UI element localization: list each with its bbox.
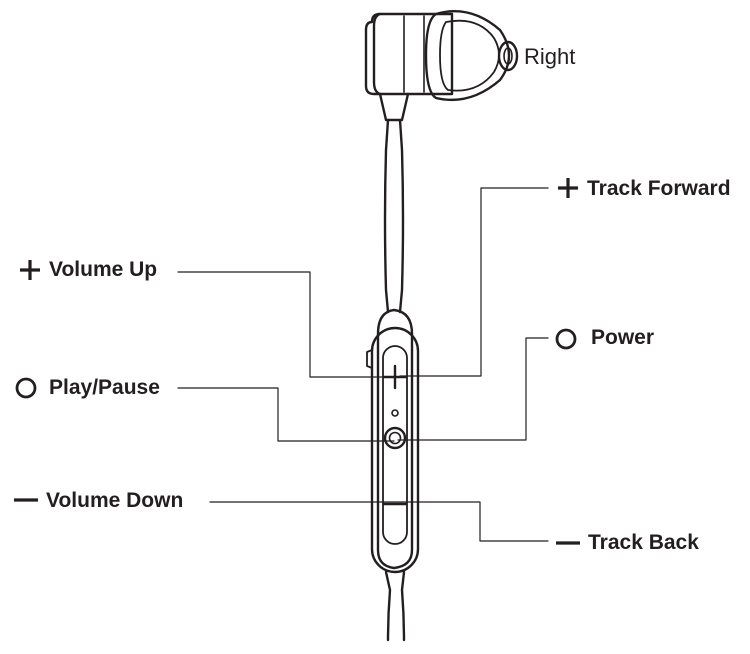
leader-volume-up (177, 271, 397, 378)
remote-control (366, 308, 420, 574)
label-volume-down: Volume Down (46, 489, 184, 512)
leader-power (397, 337, 549, 441)
cable-lower (384, 570, 406, 642)
plus-icon (20, 260, 40, 280)
strain-relief (378, 92, 410, 122)
ear-tip (424, 10, 519, 102)
remote-led-indicator (391, 409, 399, 417)
label-play-pause: Play/Pause (49, 376, 160, 399)
label-power: Power (591, 326, 655, 349)
leader-play-pause (177, 387, 395, 442)
leader-track-forward (399, 187, 549, 377)
leader-lines (177, 187, 549, 542)
label-volume-up: Volume Up (49, 258, 158, 281)
remote-center-button[interactable] (383, 426, 407, 450)
label-track-forward: Track Forward (587, 177, 731, 200)
label-right: Right (524, 44, 576, 69)
circle-icon (15, 377, 37, 399)
label-track-back: Track Back (588, 531, 699, 554)
earbud-housing (364, 12, 454, 96)
cable-upper (383, 118, 405, 314)
plus-icon (558, 178, 578, 198)
leader-volume-down (209, 501, 549, 542)
circle-icon (555, 328, 577, 350)
